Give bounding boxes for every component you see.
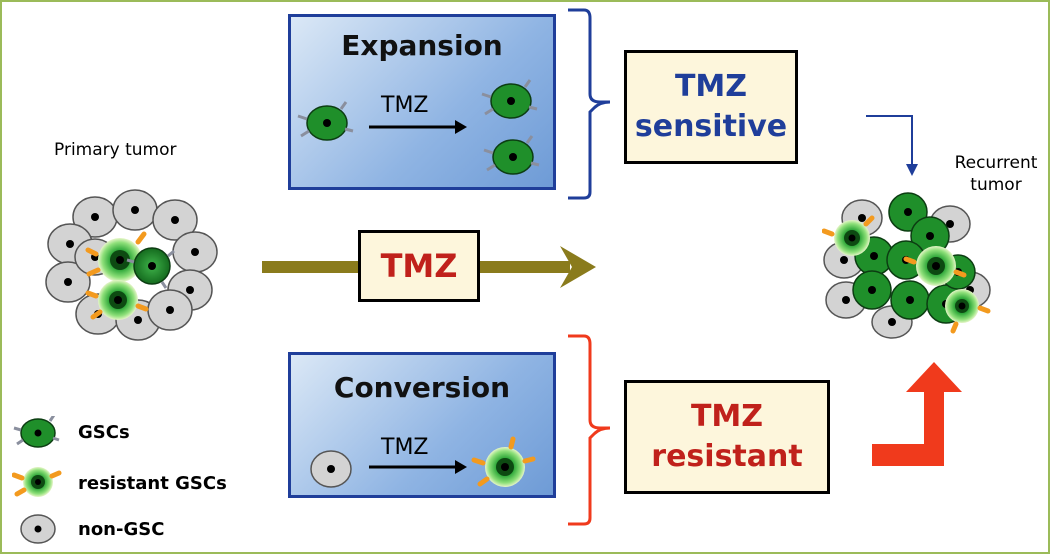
primary-tumor-cluster	[45, 189, 218, 341]
recurrent-tumor-line1: Recurrent	[954, 153, 1038, 173]
recurrent-resistant-gsc-cells	[822, 215, 991, 334]
resistant-to-recurrent-arrow	[872, 362, 962, 466]
gsc-cell-icon	[13, 416, 60, 448]
tmz-resistant-box: TMZ resistant	[624, 380, 830, 494]
resistant-gsc-cells	[85, 231, 149, 320]
legend-label-non-gsc: non-GSC	[78, 519, 165, 540]
expansion-drug-label: TMZ	[381, 93, 429, 118]
tmz-resistant-line1: TMZ	[690, 399, 764, 434]
conversion-box: Conversion TMZ	[288, 352, 556, 498]
resistant-gsc-cell-icon	[12, 467, 62, 497]
primary-tumor-label: Primary tumor	[54, 140, 177, 160]
gsc-cell-daughter-2	[483, 135, 540, 175]
tmz-resistant-line2: resistant	[651, 439, 803, 474]
recurrent-tumor-line2: tumor	[970, 175, 1022, 195]
expansion-arrow	[369, 120, 467, 134]
middle-tmz-label: TMZ	[380, 247, 458, 285]
conversion-drug-label: TMZ	[381, 435, 429, 460]
expansion-title: Expansion	[341, 29, 503, 62]
sensitive-to-recurrent-arrow	[866, 115, 918, 176]
expansion-process-graphic	[297, 79, 540, 175]
legend-label-resistant-gsc: resistant GSCs	[78, 473, 227, 494]
conversion-arrow	[369, 460, 467, 474]
recurrent-tumor-cluster	[822, 192, 991, 339]
gsc-cell-daughter-1	[481, 79, 538, 119]
tmz-sensitive-line1: TMZ	[674, 69, 748, 104]
resistant-gsc-cell-result	[471, 436, 536, 487]
middle-tmz-box: TMZ	[358, 230, 480, 302]
recurrent-tumor-label: Recurrent tumor	[946, 152, 1046, 196]
conversion-title: Conversion	[333, 371, 511, 404]
gsc-cells	[126, 247, 175, 289]
tmz-sensitive-box: TMZ sensitive	[624, 50, 798, 164]
legend-label-gsc: GSCs	[78, 422, 130, 443]
non-gsc-cell-source	[310, 450, 352, 488]
expansion-box: Expansion TMZ	[288, 14, 556, 190]
tmz-sensitive-line2: sensitive	[634, 109, 788, 144]
conversion-process-graphic	[310, 436, 536, 488]
sensitive-bracket	[568, 8, 611, 200]
gsc-cell-parent	[297, 101, 354, 141]
non-gsc-cell-icon	[20, 514, 56, 544]
resistant-bracket	[568, 334, 611, 526]
